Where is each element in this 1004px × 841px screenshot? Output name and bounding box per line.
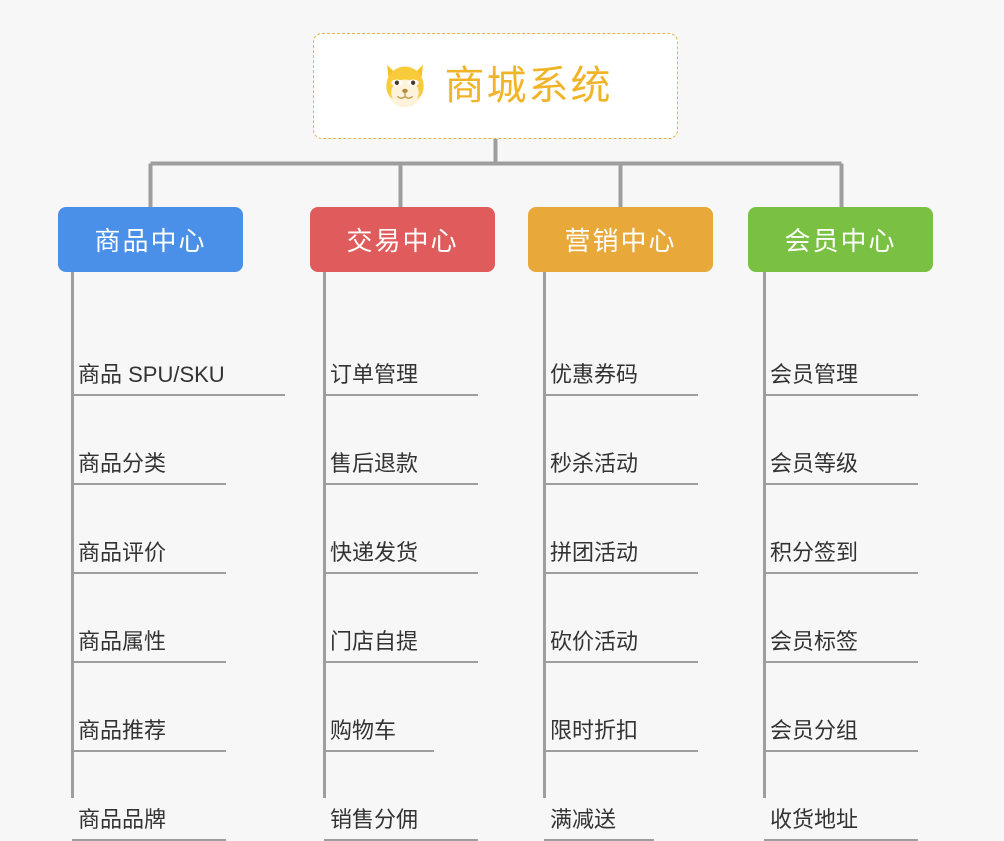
leaf-item[interactable]: 会员管理 xyxy=(764,350,919,396)
leaf-label: 售后退款 xyxy=(324,449,479,485)
leaf-item[interactable]: 售后退款 xyxy=(324,439,479,485)
leaf-item[interactable]: 满减送 xyxy=(544,795,655,841)
leaf-item[interactable]: 限时折扣 xyxy=(544,706,699,752)
leaf-item[interactable]: 会员标签 xyxy=(764,617,919,663)
branch-column-3: 营销中心 优惠券码 秒杀活动 拼团活动 砍价活动 限时折扣 满减送 xyxy=(528,207,808,841)
leaf-item[interactable]: 会员等级 xyxy=(764,439,919,485)
branch-header-4[interactable]: 会员中心 xyxy=(748,207,933,272)
leaf-label: 商品品牌 xyxy=(72,805,227,841)
leaf-label: 订单管理 xyxy=(324,360,479,396)
branch-header-label-1: 商品中心 xyxy=(94,226,207,256)
leaf-item[interactable]: 秒杀活动 xyxy=(544,439,699,485)
leaf-label: 会员分组 xyxy=(764,716,919,752)
branch-header-2[interactable]: 交易中心 xyxy=(310,207,495,272)
leaf-item[interactable]: 订单管理 xyxy=(324,350,479,396)
leaf-label: 购物车 xyxy=(324,716,435,752)
leaf-label: 满减送 xyxy=(544,805,655,841)
leaf-label: 商品推荐 xyxy=(72,716,227,752)
leaf-item[interactable]: 商品属性 xyxy=(72,617,227,663)
leaf-label: 会员等级 xyxy=(764,449,919,485)
leaf-label: 商品评价 xyxy=(72,538,227,574)
shiba-dog-icon xyxy=(385,64,424,108)
leaf-item[interactable]: 商品评价 xyxy=(72,528,227,574)
leaf-label: 收货地址 xyxy=(764,805,919,841)
branch-column-2: 交易中心 订单管理 售后退款 快递发货 门店自提 购物车 销售分佣 xyxy=(310,207,590,841)
leaf-item[interactable]: 门店自提 xyxy=(324,617,479,663)
leaf-item[interactable]: 购物车 xyxy=(324,706,435,752)
leaf-item[interactable]: 砍价活动 xyxy=(544,617,699,663)
leaf-item[interactable]: 快递发货 xyxy=(324,528,479,574)
branch-column-1: 商品中心 商品 SPU/SKU 商品分类 商品评价 商品属性 商品推荐 商品品牌 xyxy=(58,207,358,841)
leaf-label: 限时折扣 xyxy=(544,716,699,752)
leaf-item[interactable]: 商品推荐 xyxy=(72,706,227,752)
leaf-label: 积分签到 xyxy=(764,538,919,574)
branch-column-4: 会员中心 会员管理 会员等级 积分签到 会员标签 会员分组 收货地址 xyxy=(748,207,1004,841)
leaf-label: 商品属性 xyxy=(72,627,227,663)
leaf-item[interactable]: 会员分组 xyxy=(764,706,919,752)
leaf-item[interactable]: 销售分佣 xyxy=(324,795,479,841)
leaf-label: 砍价活动 xyxy=(544,627,699,663)
branch-header-3[interactable]: 营销中心 xyxy=(528,207,713,272)
leaf-item[interactable]: 商品分类 xyxy=(72,439,227,485)
branch-header-label-3: 营销中心 xyxy=(564,226,677,256)
root-node[interactable]: 商城系统 xyxy=(313,33,678,139)
leaf-label: 快递发货 xyxy=(324,538,479,574)
leaf-item[interactable]: 拼团活动 xyxy=(544,528,699,574)
leaf-item[interactable]: 商品 SPU/SKU xyxy=(72,350,285,396)
leaf-label: 秒杀活动 xyxy=(544,449,699,485)
branch-header-label-4: 会员中心 xyxy=(784,226,897,256)
leaf-label: 商品 SPU/SKU xyxy=(72,360,285,396)
leaf-item[interactable]: 商品品牌 xyxy=(72,795,227,841)
leaf-item[interactable]: 积分签到 xyxy=(764,528,919,574)
branch-header-label-2: 交易中心 xyxy=(346,226,459,256)
leaf-item[interactable]: 优惠券码 xyxy=(544,350,699,396)
leaf-label: 会员标签 xyxy=(764,627,919,663)
root-title: 商城系统 xyxy=(444,64,613,108)
leaf-label: 销售分佣 xyxy=(324,805,479,841)
leaf-label: 商品分类 xyxy=(72,449,227,485)
branch-header-1[interactable]: 商品中心 xyxy=(58,207,243,272)
leaf-label: 拼团活动 xyxy=(544,538,699,574)
leaf-label: 门店自提 xyxy=(324,627,479,663)
leaf-label: 优惠券码 xyxy=(544,360,699,396)
leaf-label: 会员管理 xyxy=(764,360,919,396)
leaf-item[interactable]: 收货地址 xyxy=(764,795,919,841)
